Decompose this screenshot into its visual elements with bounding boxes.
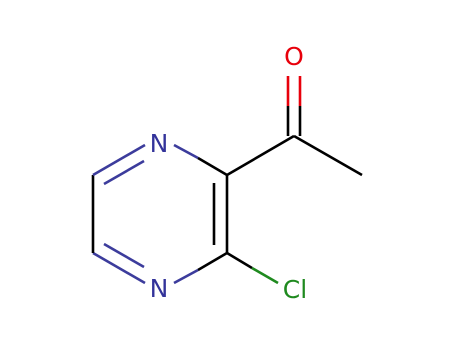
bond-c6-n1 [92, 143, 146, 177]
bond-c3-n4-carbon-half [197, 251, 228, 272]
bond-n1-c2-nitrogen-half [173, 143, 199, 160]
atom-label-o: O [284, 42, 304, 71]
bond-carbonyl-methyl [293, 134, 363, 177]
bond-n4-c5 [92, 251, 146, 285]
bond-c3-cl-carbon-half [226, 251, 253, 270]
atom-label-cl: Cl [283, 275, 307, 304]
atom-label-n-bottom: N [150, 274, 169, 303]
bond-n1-c2-carbon-half [197, 156, 228, 177]
bond-n4-c5-inner [103, 242, 145, 269]
bond-c3-cl-chlorine-half [251, 266, 279, 285]
atom-label-n-top: N [150, 129, 169, 158]
bond-c2-carbonyl [226, 134, 295, 177]
bond-c6-n1-inner [103, 159, 145, 186]
bond-c3-n4-nitrogen-half [173, 268, 199, 285]
